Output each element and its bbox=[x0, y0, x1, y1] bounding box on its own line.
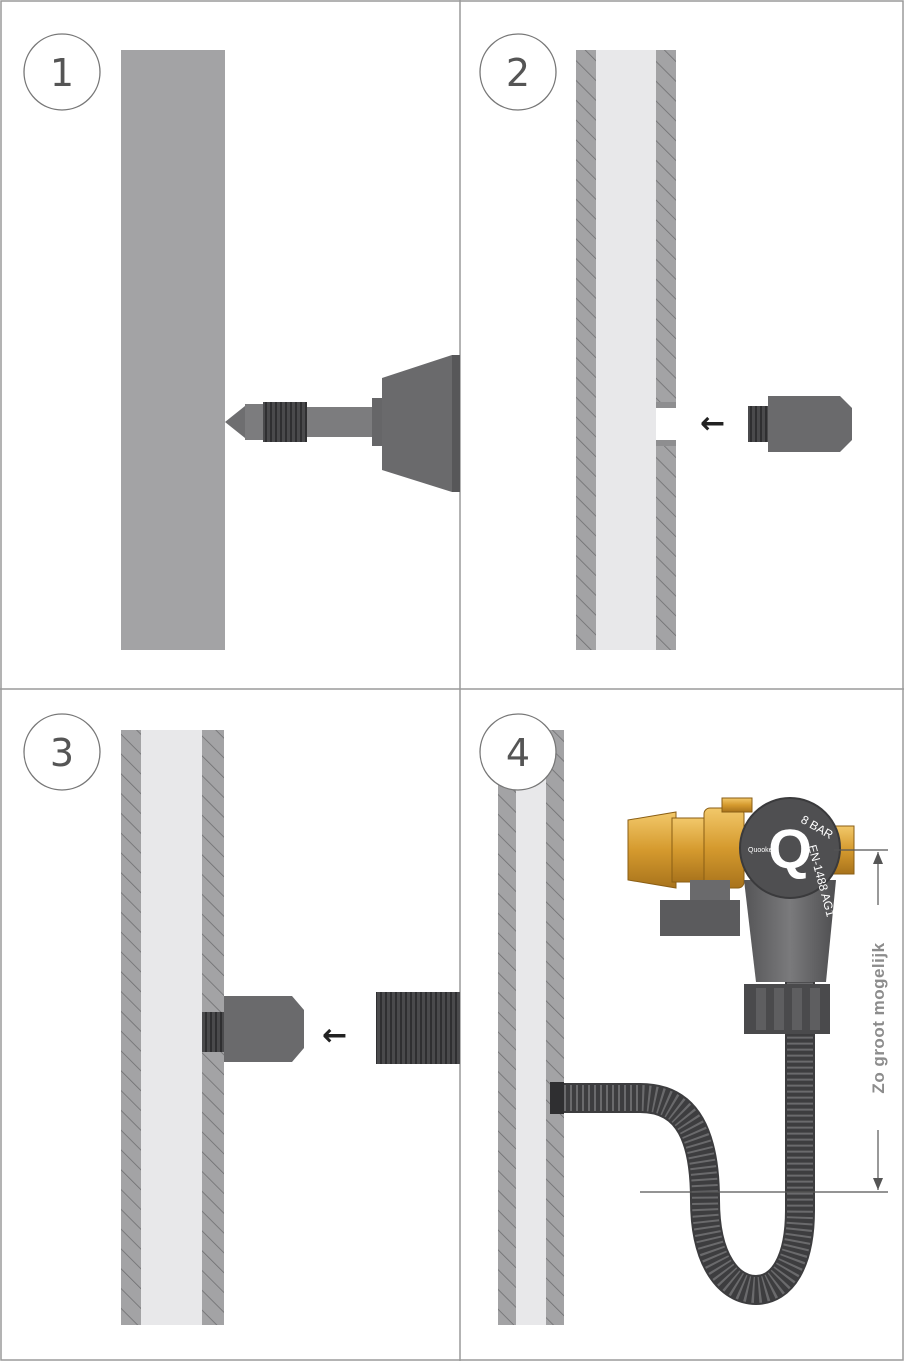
step-number: 3 bbox=[50, 731, 74, 775]
panel-4: 4 Q 8 B bbox=[479, 713, 888, 1325]
dimension-indicator bbox=[640, 849, 888, 1193]
flexible-hose bbox=[550, 890, 815, 1306]
step-number-badge bbox=[23, 713, 101, 791]
step-number-badge bbox=[479, 713, 557, 791]
dimension-label: Zo groot mogelijk bbox=[869, 942, 888, 1093]
panel-2: 2 ← bbox=[479, 33, 852, 650]
solid-pipe bbox=[121, 50, 225, 650]
arrow-left-icon: ← bbox=[322, 1018, 347, 1053]
flexible-hose-end bbox=[376, 992, 460, 1064]
valve-brand-label: Quooker bbox=[748, 847, 776, 854]
pipe-cross-section bbox=[121, 730, 224, 1325]
step-number-badge bbox=[23, 33, 101, 111]
pipe-cross-section bbox=[576, 50, 676, 650]
step-number: 4 bbox=[506, 731, 530, 775]
step-number: 2 bbox=[506, 51, 530, 95]
quooker-valve: Q 8 BAR EN-1488 AG1 Quooker bbox=[627, 797, 855, 1034]
step-number-badge bbox=[479, 33, 557, 111]
pipe-cross-section bbox=[498, 730, 564, 1325]
installed-adapter bbox=[202, 996, 304, 1062]
threaded-adapter bbox=[748, 396, 852, 452]
step-number: 1 bbox=[50, 51, 74, 95]
valve-logo: Q bbox=[768, 817, 812, 880]
tapping-tool bbox=[225, 355, 460, 492]
arrow-left-icon: ← bbox=[700, 406, 725, 441]
panel-1: 1 bbox=[23, 33, 460, 650]
panel-3: 3 ← bbox=[23, 713, 460, 1325]
